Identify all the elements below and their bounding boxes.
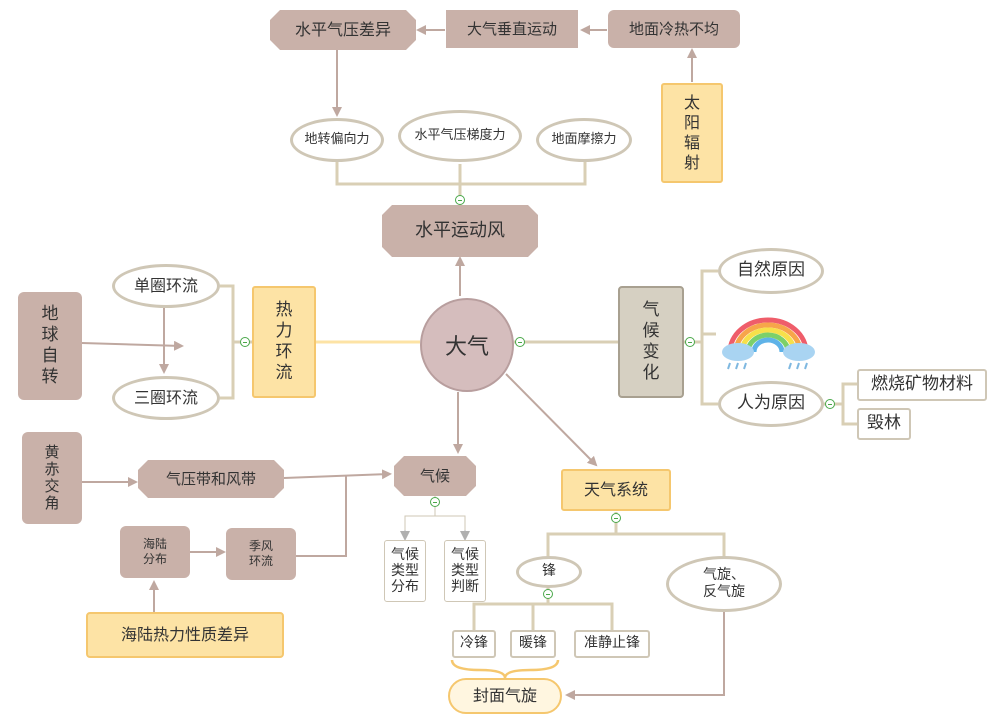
pressure-diff-node[interactable]: 水平气压差异 bbox=[270, 10, 416, 50]
natural-cause-node[interactable]: 自然原因 bbox=[718, 248, 824, 294]
solar-radiation-char: 辐 bbox=[683, 133, 700, 152]
collapse-toggle-front[interactable] bbox=[543, 589, 553, 599]
weather-system-node[interactable]: 天气系统 bbox=[561, 469, 671, 511]
climate-judgment-node[interactable]: 气候 类型 判断 bbox=[444, 540, 486, 602]
climate-judgment-line: 气候 bbox=[451, 546, 479, 563]
ecliptic-char: 交 bbox=[44, 477, 60, 495]
collapse-toggle-weather[interactable] bbox=[611, 513, 621, 523]
human-cause-node[interactable]: 人为原因 bbox=[718, 381, 824, 427]
coriolis-force-node[interactable]: 地转偏向力 bbox=[290, 118, 384, 162]
uneven-heating-node[interactable]: 地面冷热不均 bbox=[608, 10, 740, 48]
thermal-circulation-char: 热 bbox=[275, 299, 293, 320]
frontal-cyclone-node[interactable]: 封面气旋 bbox=[448, 678, 562, 714]
climate-distribution-line: 分布 bbox=[391, 579, 419, 596]
climate-distribution-node[interactable]: 气候 类型 分布 bbox=[384, 540, 426, 602]
ecliptic-char: 黄 bbox=[44, 442, 60, 461]
atmosphere-center-node[interactable]: 大气 bbox=[420, 298, 514, 392]
warm-front-node[interactable]: 暖锋 bbox=[510, 630, 556, 658]
climate-judgment-line: 类型 bbox=[451, 562, 479, 579]
collapse-toggle-forces[interactable] bbox=[455, 195, 465, 205]
pressure-belts-node[interactable]: 气压带和风带 bbox=[138, 460, 284, 498]
deforestation-node[interactable]: 毁林 bbox=[857, 408, 911, 440]
climate-change-char: 候 bbox=[642, 320, 660, 341]
ecliptic-char: 赤 bbox=[44, 459, 60, 478]
cyclone-node[interactable]: 气旋、 反气旋 bbox=[666, 556, 782, 612]
climate-judgment-line: 判断 bbox=[451, 579, 479, 596]
ecliptic-char: 角 bbox=[44, 494, 60, 513]
thermal-circulation-char: 力 bbox=[275, 320, 293, 341]
rainbow-icon bbox=[722, 317, 815, 370]
thermal-circulation-node[interactable]: 热 力 环 流 bbox=[252, 286, 316, 398]
monsoon-circulation-node[interactable]: 季风 环流 bbox=[226, 528, 296, 580]
earth-rotation-char: 球 bbox=[41, 324, 59, 345]
collapse-toggle-center-right[interactable] bbox=[515, 337, 525, 347]
land-sea-line: 海陆 bbox=[142, 537, 167, 551]
thermal-circulation-char: 流 bbox=[275, 363, 293, 384]
earth-rotation-char: 地 bbox=[41, 303, 59, 324]
cyclone-line: 气旋、 bbox=[703, 566, 745, 583]
climate-distribution-line: 气候 bbox=[391, 546, 419, 563]
ecliptic-angle-node[interactable]: 黄 赤 交 角 bbox=[22, 432, 82, 524]
climate-change-char: 化 bbox=[642, 363, 660, 384]
single-cell-node[interactable]: 单圈环流 bbox=[112, 264, 220, 308]
solar-radiation-char: 太 bbox=[683, 93, 700, 112]
cold-front-node[interactable]: 冷锋 bbox=[452, 630, 496, 658]
three-cell-node[interactable]: 三圈环流 bbox=[112, 376, 220, 420]
collapse-toggle-climate-change[interactable] bbox=[685, 337, 695, 347]
climate-distribution-line: 类型 bbox=[391, 562, 419, 579]
solar-radiation-node[interactable]: 太 阳 辐 射 bbox=[661, 83, 723, 183]
land-sea-distribution-node[interactable]: 海陆 分布 bbox=[120, 526, 190, 578]
climate-change-node[interactable]: 气 候 变 化 bbox=[618, 286, 684, 398]
friction-force-node[interactable]: 地面摩擦力 bbox=[536, 118, 632, 162]
collapse-toggle-human-cause[interactable] bbox=[825, 399, 835, 409]
earth-rotation-node[interactable]: 地 球 自 转 bbox=[18, 292, 82, 400]
earth-rotation-char: 自 bbox=[41, 346, 59, 366]
solar-radiation-char: 阳 bbox=[683, 113, 700, 132]
collapse-toggle-climate[interactable] bbox=[430, 497, 440, 507]
land-sea-thermal-node[interactable]: 海陆热力性质差异 bbox=[86, 612, 284, 658]
fossil-fuels-node[interactable]: 燃烧矿物材料 bbox=[857, 369, 987, 401]
front-node[interactable]: 锋 bbox=[516, 556, 582, 588]
solar-radiation-char: 射 bbox=[683, 153, 700, 172]
climate-node[interactable]: 气候 bbox=[394, 456, 476, 496]
gradient-force-node[interactable]: 水平气压梯度力 bbox=[398, 110, 522, 162]
climate-change-char: 气 bbox=[642, 299, 660, 320]
land-sea-line: 分布 bbox=[142, 552, 167, 566]
stationary-front-node[interactable]: 准静止锋 bbox=[574, 630, 650, 658]
monsoon-line: 环流 bbox=[248, 554, 273, 568]
monsoon-line: 季风 bbox=[248, 539, 273, 553]
cyclone-line: 反气旋 bbox=[703, 584, 745, 600]
earth-rotation-char: 转 bbox=[41, 367, 59, 388]
thermal-circulation-char: 环 bbox=[275, 342, 293, 362]
vertical-motion-node[interactable]: 大气垂直运动 bbox=[446, 10, 578, 48]
horizontal-wind-node[interactable]: 水平运动风 bbox=[382, 205, 538, 257]
collapse-toggle-thermal[interactable] bbox=[240, 337, 250, 347]
climate-change-char: 变 bbox=[642, 342, 660, 362]
